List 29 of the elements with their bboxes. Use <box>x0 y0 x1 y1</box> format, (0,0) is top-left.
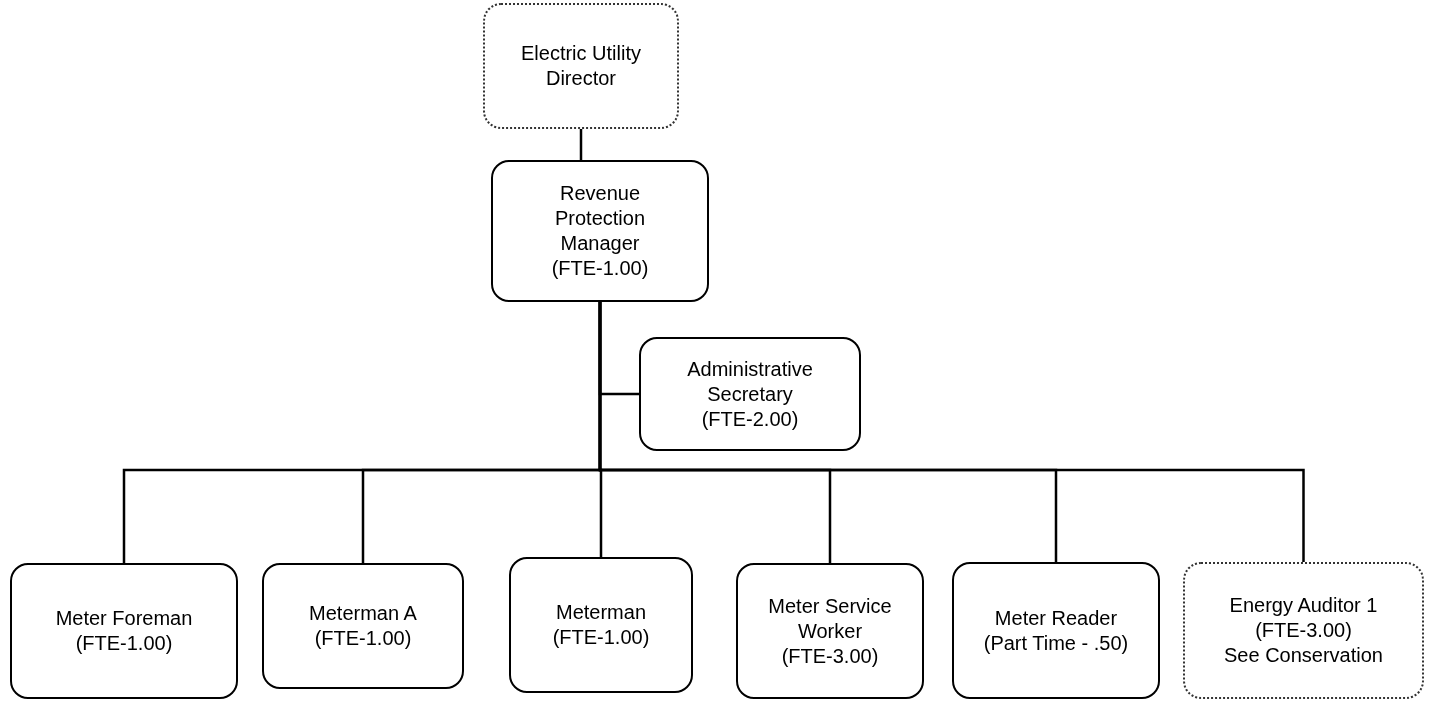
role-text: Meter Reader <box>994 605 1118 631</box>
role-box <box>952 562 1160 699</box>
role-text: Meterman <box>556 600 646 625</box>
role-text: Meterman A <box>309 601 417 626</box>
role-box <box>10 563 238 699</box>
role-text: Electric Utility Director <box>520 41 642 91</box>
role-box <box>262 563 464 689</box>
role-text: Meter Foreman <box>55 606 193 631</box>
role-text: Meter Service Worker <box>767 593 893 644</box>
role-text: Administrative Secretary <box>686 356 814 407</box>
role-text: (Part Time - .50) <box>983 630 1129 656</box>
role-box <box>1183 562 1424 699</box>
role-text: (FTE-1.00) <box>551 256 649 281</box>
role-text: (FTE-2.00) <box>701 406 799 432</box>
connector-line <box>598 302 1305 562</box>
role-text: (FTE-1.00) <box>552 625 650 650</box>
role-text: (FTE-3.00) <box>781 643 879 669</box>
role-box <box>639 337 861 451</box>
role-text: Revenue Protection Manager <box>553 181 647 256</box>
role-text: (FTE-1.00) <box>75 631 173 656</box>
role-text: (FTE-3.00) <box>1255 618 1352 643</box>
role-box <box>736 563 924 699</box>
role-box <box>491 160 709 302</box>
connector-line <box>579 129 583 160</box>
role-text: See Conservation <box>1224 643 1383 668</box>
role-box <box>483 3 679 129</box>
role-box <box>509 557 693 693</box>
role-text: (FTE-1.00) <box>314 626 412 651</box>
role-text: Energy Auditor 1 <box>1229 593 1378 618</box>
